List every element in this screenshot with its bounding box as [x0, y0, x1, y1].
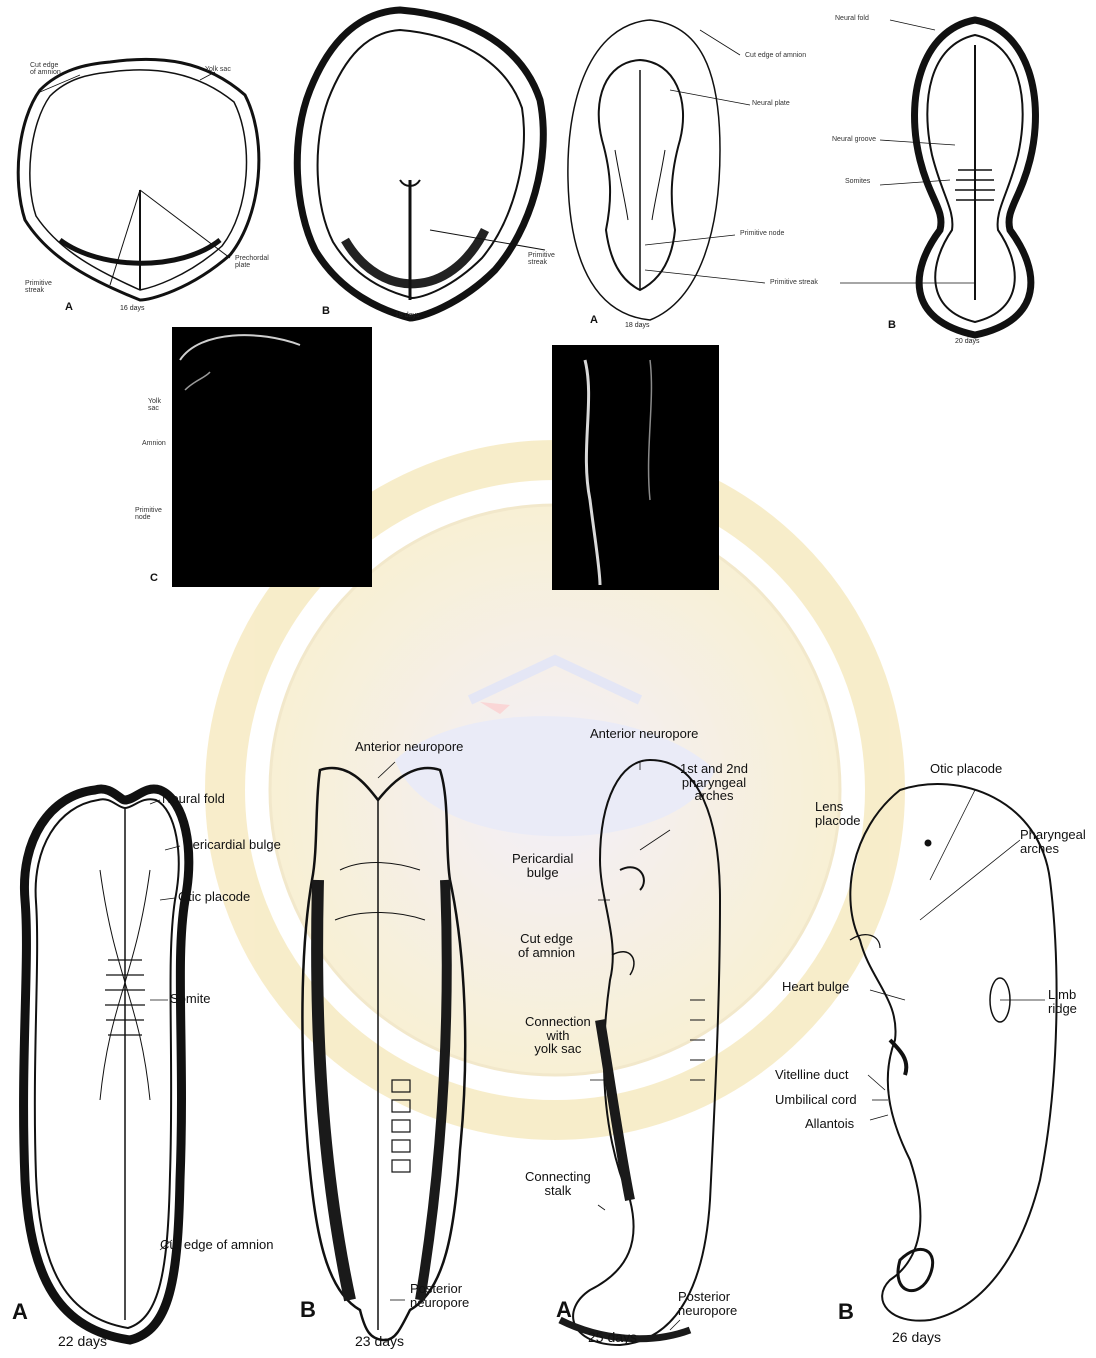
label-primitive-streak-18: Primitive streak	[528, 252, 555, 267]
label-pharyngeal-arches-26: Pharyngeal arches	[1020, 828, 1086, 855]
label-cut-edge-amnion-25: Cut edge of amnion	[518, 932, 575, 959]
embryo-18-days-neural-plate	[568, 20, 765, 320]
label-pharyngeal-arches-1-2: 1st and 2nd pharyngeal arches	[680, 762, 748, 803]
letter-c: C	[150, 573, 158, 585]
label-neural-groove: Neural groove	[832, 136, 876, 143]
age-18-days-b: 18 days	[395, 312, 420, 319]
label-neural-fold-22: Neural fold	[162, 792, 225, 806]
label-primitive-node: Primitive node	[740, 230, 784, 237]
label-vitelline-duct: Vitelline duct	[775, 1068, 848, 1082]
letter-a-16: A	[65, 302, 73, 314]
label-posterior-neuropore-23: Posterior neuropore	[410, 1282, 469, 1309]
label-anterior-neuropore-25: Anterior neuropore	[590, 727, 698, 741]
label-prechordal-plate-16: Prechordal plate	[235, 255, 269, 270]
age-25-days: 25 days	[588, 1330, 637, 1345]
embryo-18-days-pear	[297, 10, 545, 318]
age-20-days: 20 days	[955, 338, 980, 345]
label-cut-edge-amnion-16: Cut edge of amnion	[30, 62, 61, 77]
label-posterior-neuropore-25: Posterior neuropore	[678, 1290, 737, 1317]
label-heart-bulge: Heart bulge	[782, 980, 849, 994]
age-23-days: 23 days	[355, 1334, 404, 1349]
label-somites-20: Somites	[845, 178, 870, 185]
label-lens-placode: Lens placode	[815, 800, 861, 827]
label-otic-placode-22: Otic placode	[178, 890, 250, 904]
embryo-photo-lateral	[172, 327, 372, 587]
label-neural-fold-20: Neural fold	[835, 15, 869, 22]
label-connection-yolk-sac: Connection with yolk sac	[525, 1015, 591, 1056]
label-otic-placode-26: Otic placode	[930, 762, 1002, 776]
age-22-days: 22 days	[58, 1334, 107, 1349]
age-26-days: 26 days	[892, 1330, 941, 1345]
label-neural-plate: Neural plate	[752, 100, 790, 107]
age-16-days: 16 days	[120, 305, 145, 312]
label-somite-22: Somite	[170, 992, 210, 1006]
letter-b-26: B	[838, 1300, 854, 1323]
label-limb-ridge: Limb ridge	[1048, 988, 1077, 1015]
label-yolk-sac-16: Yolk sac	[205, 66, 231, 73]
age-18-days-a: 18 days	[625, 322, 650, 329]
label-allantois: Allantois	[805, 1117, 854, 1131]
embryo-photo-dorsal	[552, 345, 719, 590]
letter-a-25: A	[556, 1298, 572, 1321]
label-yolk-sac-photo: Yolk sac	[148, 398, 161, 413]
letter-b-23: B	[300, 1298, 316, 1321]
letter-b-20: B	[888, 320, 896, 332]
label-connecting-stalk: Connecting stalk	[525, 1170, 591, 1197]
label-amnion-photo: Amnion	[142, 440, 166, 447]
label-pericardial-bulge-22: Pericardial bulge	[184, 838, 281, 852]
letter-a-22: A	[12, 1300, 28, 1323]
embryo-16-days	[18, 59, 259, 300]
label-umbilical-cord: Umbilical cord	[775, 1093, 857, 1107]
label-primitive-streak-16: Primitive streak	[25, 280, 52, 295]
label-anterior-neuropore-23: Anterior neuropore	[355, 740, 463, 754]
letter-b-18: B	[322, 306, 330, 318]
label-cut-edge-amnion-18: Cut edge of amnion	[745, 52, 806, 59]
embryo-22-days	[24, 789, 189, 1340]
label-primitive-streak-18a: Primitive streak	[770, 279, 818, 286]
label-primitive-node-photo: Primitive node	[135, 507, 162, 522]
label-cut-edge-amnion-22: Cut edge of amnion	[160, 1238, 273, 1252]
letter-a-18: A	[590, 315, 598, 327]
label-pericardial-bulge-25: Pericardial bulge	[512, 852, 573, 879]
